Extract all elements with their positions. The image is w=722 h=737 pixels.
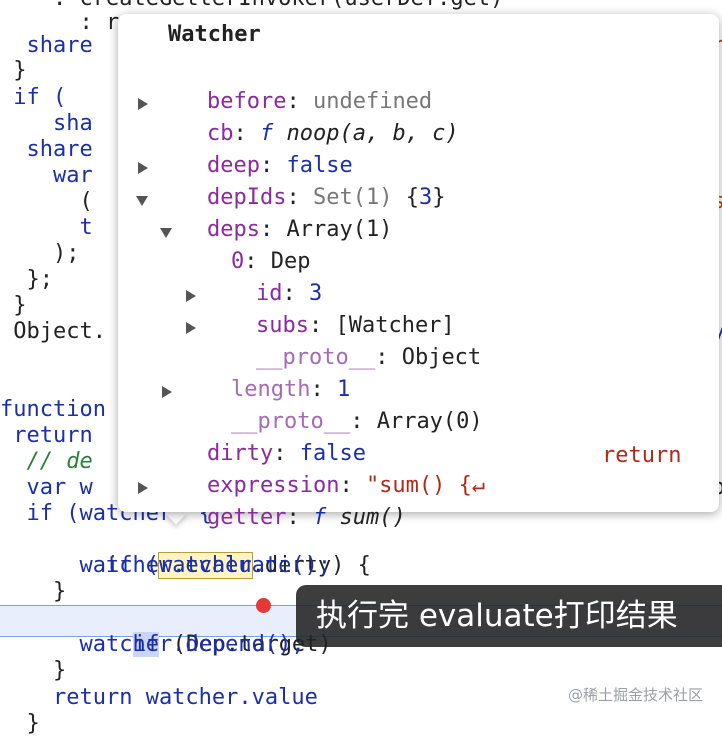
watermark: @稀土掘金技术社区 — [568, 686, 704, 704]
collapse-triangle-icon[interactable] — [160, 228, 172, 238]
code-line-depend: watcher.depend(); — [0, 632, 305, 657]
code-line-return: return watcher.value — [0, 685, 318, 710]
expand-triangle-icon[interactable] — [138, 98, 148, 110]
popover-title: Watcher — [168, 22, 261, 47]
code-line: sha — [0, 111, 93, 136]
code-line: t — [0, 215, 93, 240]
code-line: return — [0, 423, 93, 448]
code-line: : createGetterInvoker(userDef.get) — [0, 0, 503, 12]
code-line: ); — [0, 241, 80, 266]
code-line: Object. — [0, 319, 106, 344]
prop-length: length: 1 — [230, 377, 351, 402]
code-line: war — [0, 163, 93, 188]
prop-proto-object[interactable]: __proto__: Object — [255, 345, 482, 370]
code-line: ( — [0, 189, 93, 214]
prop-id: id: 3 — [255, 281, 323, 306]
prop-getter[interactable]: getter: f sum() — [206, 505, 406, 530]
code-line: if ( — [0, 85, 67, 110]
hovered-watcher-token[interactable]: watcher — [157, 552, 253, 579]
prop-deps-0[interactable]: 0: Dep — [230, 249, 311, 274]
breakpoint-marker[interactable] — [256, 598, 271, 613]
paused-if-keyword: if — [132, 632, 160, 657]
code-line: var w — [0, 475, 93, 500]
code-line: function — [0, 397, 106, 422]
expand-triangle-icon[interactable] — [138, 482, 148, 494]
code-line: } — [0, 711, 40, 736]
code-line: } — [0, 293, 27, 318]
prop-before: before: undefined — [206, 89, 433, 114]
prop-cb[interactable]: cb: f noop(a, b, c) — [206, 121, 459, 146]
code-line: : r — [0, 10, 120, 35]
code-line: } — [0, 658, 67, 683]
expand-triangle-icon[interactable] — [138, 162, 148, 174]
code-line: } — [0, 58, 27, 83]
if-keyword: if ( — [52, 553, 159, 578]
prop-dirty: dirty: false — [206, 441, 366, 466]
prop-deps[interactable]: deps: Array(1) — [206, 217, 393, 242]
video-caption: 执行完 evaluate打印结果 — [296, 585, 722, 647]
prop-deep: deep: false — [206, 153, 353, 178]
prop-proto-array[interactable]: __proto__: Array(0) — [230, 409, 483, 434]
code-line: } — [0, 579, 67, 604]
code-line: }; — [0, 267, 53, 292]
variable-inspector-popover[interactable]: Watcher before: undefined cb: f noop(a, … — [118, 14, 719, 530]
code-line: share — [0, 137, 93, 162]
collapse-triangle-icon[interactable] — [136, 196, 148, 206]
code-line-dirty-check: if (watcher.dirty) { — [0, 527, 371, 579]
prop-expression: expression: "sum() {↵ — [206, 473, 486, 498]
code-line-evaluate: watcher.evaluate(); — [0, 553, 332, 578]
dirty-condition: .dirty) { — [251, 553, 371, 578]
code-comment: // de — [0, 449, 93, 474]
prop-subs[interactable]: subs: [Watcher] — [255, 313, 455, 338]
expression-tail: return — [602, 443, 682, 468]
expand-triangle-icon[interactable] — [162, 386, 172, 398]
prop-depIds[interactable]: depIds: Set(1) {3} — [206, 185, 446, 210]
expand-triangle-icon[interactable] — [186, 290, 196, 302]
code-line: share — [0, 33, 93, 58]
expand-triangle-icon[interactable] — [186, 322, 196, 334]
code-line-dep-target: if (Dep.target) — [80, 606, 332, 657]
